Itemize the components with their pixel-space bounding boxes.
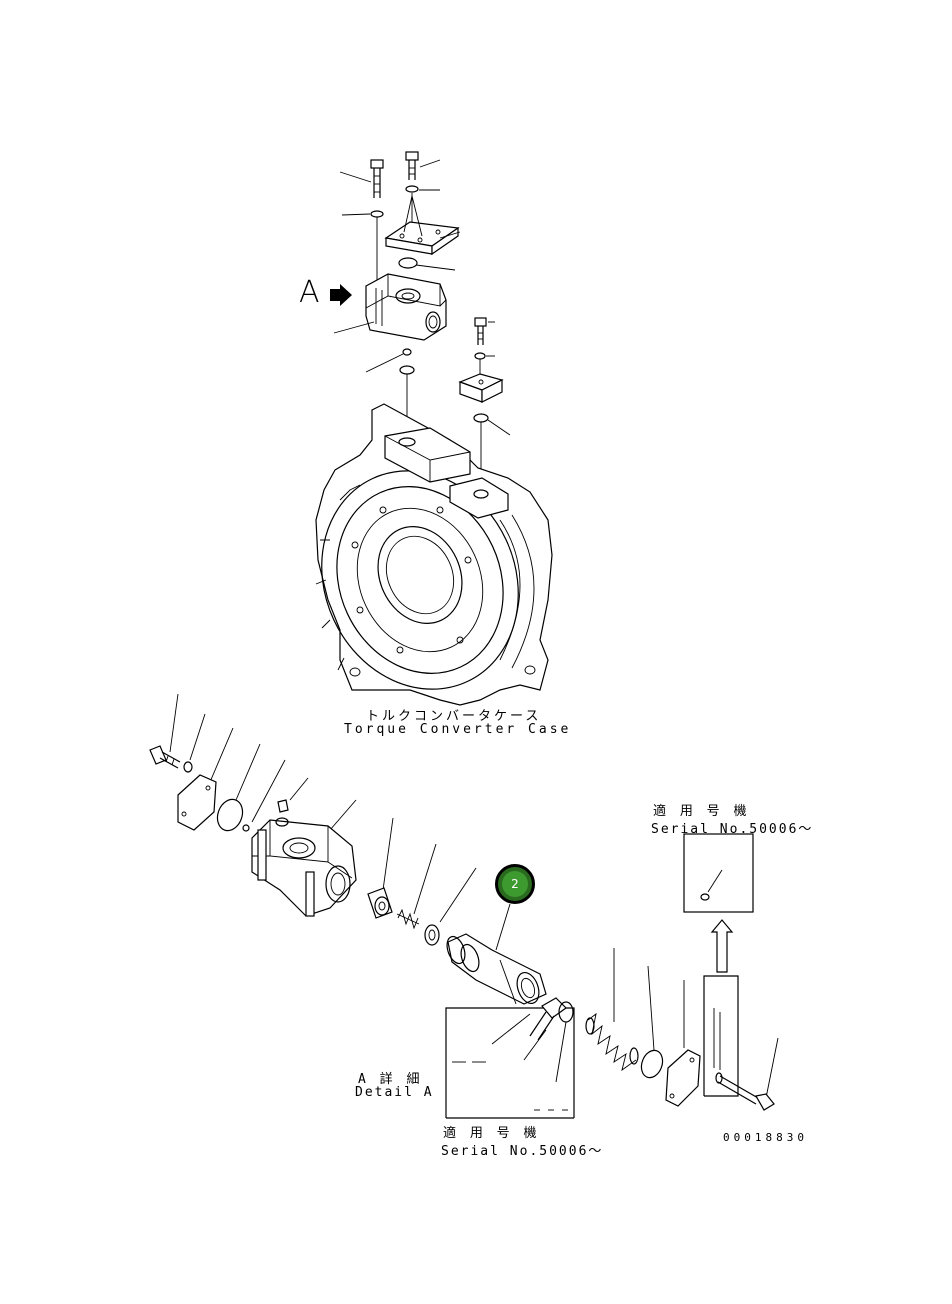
valve-body-upper: [333, 273, 447, 341]
detail-sleeve: [424, 867, 477, 946]
detail-small-spring: [396, 843, 437, 930]
case-label-en: Torque Converter Case: [344, 722, 572, 737]
detail-gasket: [216, 743, 261, 832]
serial-label-en-right: Serial No.50006〜: [651, 822, 814, 837]
detail-end-gasket: [640, 965, 664, 1079]
detail-spool-plug: [367, 817, 394, 919]
top-gasket: [398, 257, 456, 271]
callout-number: 2: [502, 871, 528, 897]
drawing-number: 00018830: [723, 1131, 808, 1144]
detail-end-cover: [665, 980, 701, 1107]
detail-bolt: [149, 693, 181, 769]
detail-large-spring: [585, 948, 639, 1072]
small-cover-bolt: [474, 317, 495, 375]
callout-badge[interactable]: 2: [495, 864, 535, 904]
detail-label-jp: A 詳 細: [358, 1072, 423, 1087]
top-bolt-right: [405, 151, 441, 180]
detail-spool: [446, 903, 547, 1005]
detail-cover: [177, 727, 234, 831]
detail-valve-body: [251, 799, 357, 917]
view-arrow-a: [330, 284, 352, 306]
detail-label-en: Detail A: [355, 1085, 434, 1100]
top-washer-left: [341, 210, 384, 285]
top-cover-plate: [384, 195, 461, 256]
detail-washer: [183, 713, 206, 773]
view-marker-label: A: [299, 275, 320, 310]
serial-box-right: [683, 833, 754, 1097]
detail-inner-box: [445, 997, 575, 1119]
torque-converter-case: [315, 403, 553, 706]
serial-label-en-bottom: Serial No.50006〜: [441, 1144, 604, 1159]
serial-label-jp-right: 適 用 号 機: [653, 804, 750, 819]
detail-plug: [277, 777, 309, 813]
case-label-jp: トルクコンバータケース: [366, 709, 542, 724]
serial-label-jp-bottom: 適 用 号 機: [443, 1126, 540, 1141]
detail-oring: [242, 759, 286, 832]
detail-end-bolt: [715, 1037, 779, 1111]
top-washer-right: [405, 185, 440, 222]
top-bolt-left: [339, 159, 384, 198]
